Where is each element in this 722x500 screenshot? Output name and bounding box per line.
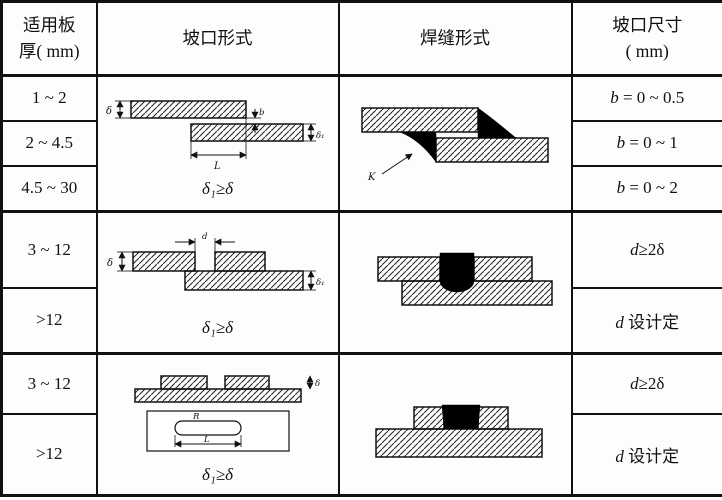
groove-size-value: d≥2δ [570, 352, 722, 415]
size-variable: b [616, 133, 626, 152]
groove-size-value: d 设计定 [570, 412, 722, 497]
dim-delta1-label: δ₁ [316, 278, 325, 288]
table-row: 1 ~ 2 δ δ₁ b L [0, 74, 722, 213]
weld-diagram-cell-2 [337, 210, 573, 355]
groove-condition: δ₁≥δ [201, 178, 234, 198]
groove-diagram-cell-2: d δ δ₁ δ₁≥δ [95, 210, 340, 355]
weld-diagram-cell-1: K [337, 74, 573, 213]
groove-size-value: d 设计定 [570, 286, 722, 355]
size-variable: d [615, 446, 624, 466]
col-header-weld-form: 焊缝形式 [337, 0, 573, 77]
table-row: >12 d 设计定 [0, 412, 722, 497]
dim-delta1-label: δ₁ [316, 131, 325, 141]
size-rest: = 0 ~ 0.5 [618, 88, 685, 108]
header-row: 适用板 厚( mm) 坡口形式 焊缝形式 坡口尺寸 ( mm) [0, 0, 722, 77]
size-rest: = 0 ~ 2 [625, 178, 678, 198]
lap-joint-groove-diagram: δ δ₁ b L [106, 99, 325, 172]
dim-L-label: L [213, 161, 221, 172]
size-variable: d [630, 373, 639, 393]
thickness-value: >12 [0, 286, 98, 355]
dim-d-label: d [202, 232, 208, 242]
size-variable: d [615, 312, 624, 332]
slot-groove-diagram: δ R L [133, 374, 320, 452]
groove-size-value: b = 0 ~ 2 [570, 164, 722, 213]
dim-R-label: R [192, 412, 200, 422]
plug-hole-groove-diagram: d δ δ₁ [107, 232, 325, 291]
thickness-value: 3 ~ 12 [0, 210, 98, 289]
table-row: 3 ~ 12 δ R L δ₁≥δ [0, 352, 722, 497]
col-header-groove-form: 坡口形式 [95, 0, 340, 77]
size-rest: ≥2δ [638, 239, 665, 259]
thickness-value: 4.5 ~ 30 [0, 164, 98, 213]
size-variable: b [616, 178, 626, 198]
size-variable: d [630, 239, 639, 259]
thickness-value: >12 [0, 412, 98, 497]
groove-diagram-cell-1: δ δ₁ b L δ₁≥δ [95, 74, 340, 213]
table-row: 3 ~ 12 d δ δ₁ δ₁≥δ [0, 210, 722, 355]
thickness-value: 3 ~ 12 [0, 352, 98, 415]
col-header-groove-size: 坡口尺寸 ( mm) [570, 0, 722, 77]
dim-K-label: K [367, 172, 376, 183]
thickness-value: 1 ~ 2 [0, 74, 98, 122]
size-rest: 设计定 [623, 312, 680, 332]
groove-size-value: d≥2δ [570, 210, 722, 289]
table-row: 2 ~ 4.5 b = 0 ~ 1 [0, 119, 722, 167]
groove-size-value: b = 0 ~ 0.5 [570, 74, 722, 122]
plug-weld-diagram [377, 252, 553, 306]
groove-condition: δ₁≥δ [201, 317, 234, 337]
thickness-value: 2 ~ 4.5 [0, 119, 98, 167]
dim-b-label: b [259, 108, 264, 118]
dim-delta-label: δ [315, 379, 320, 389]
size-rest: = 0 ~ 1 [625, 133, 678, 152]
table-row: >12 d 设计定 [0, 286, 722, 355]
dim-delta-label: δ [107, 258, 113, 269]
col-header-thickness: 适用板 厚( mm) [0, 0, 98, 77]
slot-weld-diagram [375, 404, 543, 458]
groove-condition: δ₁≥δ [201, 464, 234, 484]
size-rest: ≥2δ [638, 373, 665, 393]
size-rest: 设计定 [623, 446, 680, 466]
fillet-weld-diagram: K [361, 106, 549, 183]
size-variable: b [610, 88, 619, 108]
weld-diagram-cell-3 [337, 352, 573, 497]
groove-diagram-cell-3: δ R L δ₁≥δ [95, 352, 340, 497]
dim-delta-label: δ [106, 106, 112, 117]
dim-L-label: L [203, 435, 210, 445]
table-row: 4.5 ~ 30 b = 0 ~ 2 [0, 164, 722, 213]
groove-size-value: b = 0 ~ 1 [570, 119, 722, 167]
